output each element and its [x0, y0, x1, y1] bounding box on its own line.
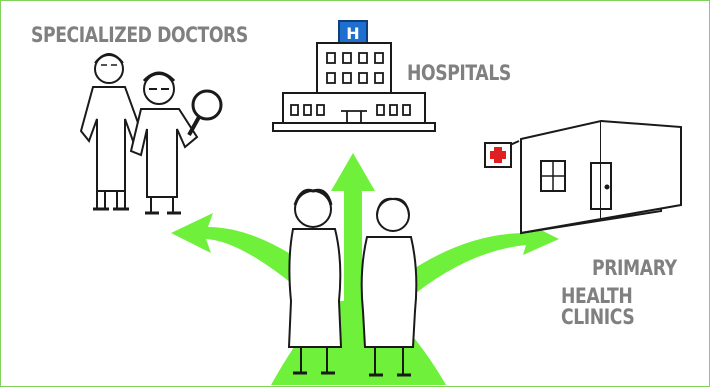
- label-hospitals: HOSPITALS: [407, 61, 511, 85]
- man-head: [376, 198, 410, 232]
- woman-body: [287, 228, 343, 348]
- arrow-left: [171, 213, 316, 291]
- medical-cross-icon: [490, 147, 506, 163]
- arrow-up: [331, 153, 375, 385]
- arrow-right: [396, 221, 559, 301]
- label-health-clinics: HEALTH CLINICS: [561, 284, 635, 329]
- label-specialized-doctors: SPECIALIZED DOCTORS: [31, 23, 248, 47]
- elderly-couple-illustration: [287, 188, 418, 377]
- label-primary: PRIMARY: [592, 256, 677, 280]
- man-body: [360, 236, 418, 348]
- doctors-illustration: [79, 53, 223, 215]
- hospital-illustration: [272, 20, 436, 132]
- hospital-sign-letter: H: [346, 24, 359, 43]
- male-doctor-coat: [129, 108, 199, 198]
- clinic-illustration: [484, 119, 682, 235]
- magnifying-glass-icon: [187, 89, 223, 136]
- female-doctor-coat: [79, 86, 143, 192]
